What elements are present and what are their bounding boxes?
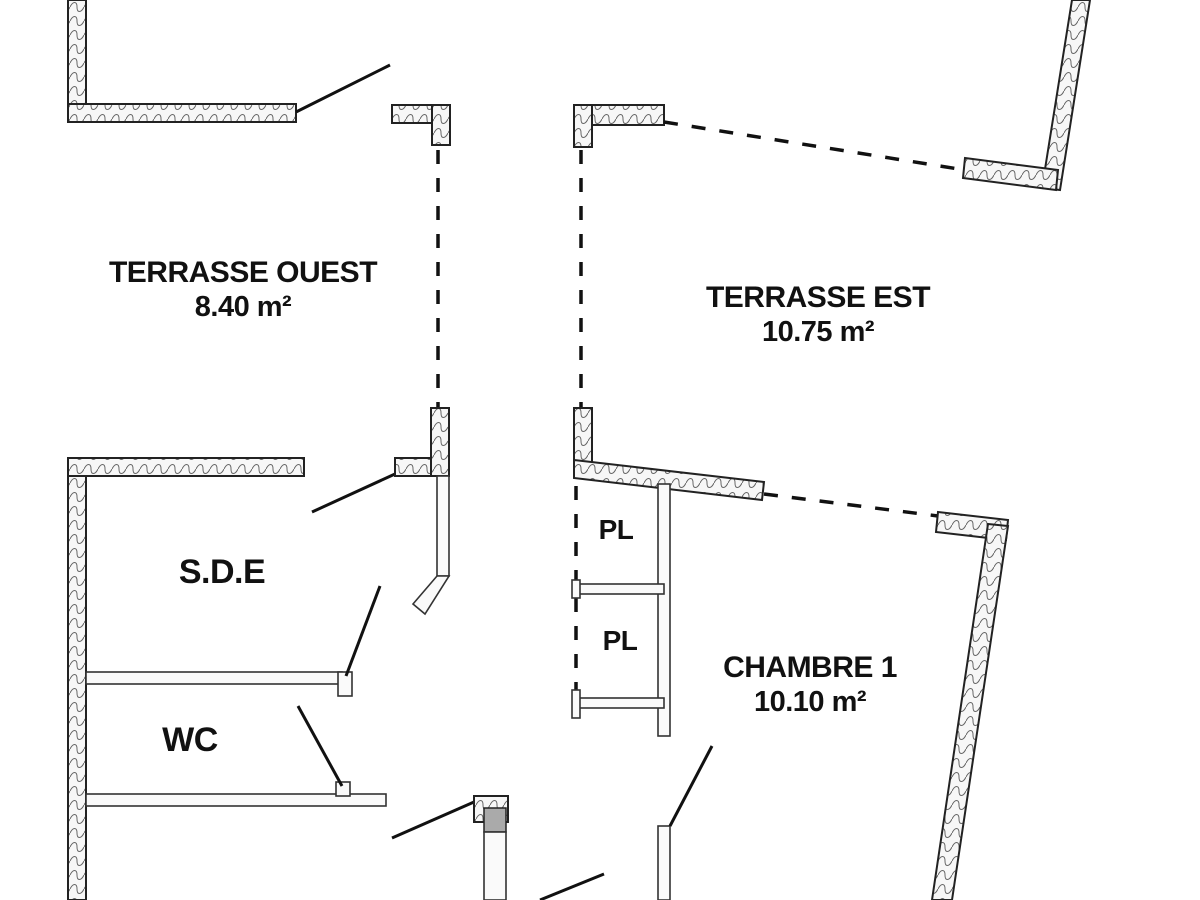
door-frame-wc <box>335 781 351 797</box>
door-sde-terrasse <box>311 472 396 514</box>
placard-shelf-1-end <box>571 579 581 599</box>
wall-terrasse-ouest <box>67 0 297 123</box>
wall-sde-inner <box>411 475 451 616</box>
partition-sde-wc <box>85 671 343 685</box>
wall-sde-corner <box>394 407 450 477</box>
limit-chambre-window <box>763 492 939 518</box>
door-wc <box>296 705 344 787</box>
door-chambre <box>668 745 714 827</box>
door-sde <box>344 585 382 677</box>
terrasse-est-name: TERRASSE EST <box>705 281 931 314</box>
terrasse-ouest-label: TERRASSE OUEST 8.40 m² <box>108 256 378 324</box>
placard-2-label: PL <box>602 625 638 656</box>
chambre-1-label: CHAMBRE 1 10.10 m² <box>723 651 897 719</box>
door-hall <box>391 800 475 840</box>
partition-wc-bottom <box>85 793 387 807</box>
wall-column-bottom <box>473 795 509 900</box>
wall-sde-outer <box>67 457 305 900</box>
door-bottom <box>539 872 605 900</box>
wall-chambre-right <box>930 510 1010 900</box>
wall-chambre-top <box>573 407 766 502</box>
placard-back-wall <box>657 483 671 737</box>
wc-label: WC <box>162 721 218 759</box>
terrasse-ouest-name: TERRASSE OUEST <box>108 256 378 289</box>
placard-1-label: PL <box>598 514 634 545</box>
chambre-1-area: 10.10 m² <box>753 686 867 718</box>
door-frame-sde <box>337 671 353 697</box>
sde-label: S.D.E <box>178 553 266 591</box>
placard-shelf-1 <box>573 583 665 595</box>
placard-shelf-2 <box>573 697 665 709</box>
door-frame-chambre <box>657 825 671 900</box>
placard-shelf-2-end <box>571 689 581 719</box>
wall-terrasse-est <box>961 0 1092 192</box>
wall-corner-right <box>573 104 665 148</box>
terrasse-est-area: 10.75 m² <box>761 316 875 348</box>
terrasse-est-label: TERRASSE EST 10.75 m² <box>705 281 931 349</box>
door-terrasse-ouest <box>295 63 391 114</box>
wall-corner-left <box>391 104 451 146</box>
limit-terrasse-est-top <box>663 120 966 172</box>
chambre-1-name: CHAMBRE 1 <box>723 651 897 684</box>
terrasse-ouest-area: 8.40 m² <box>194 291 292 323</box>
